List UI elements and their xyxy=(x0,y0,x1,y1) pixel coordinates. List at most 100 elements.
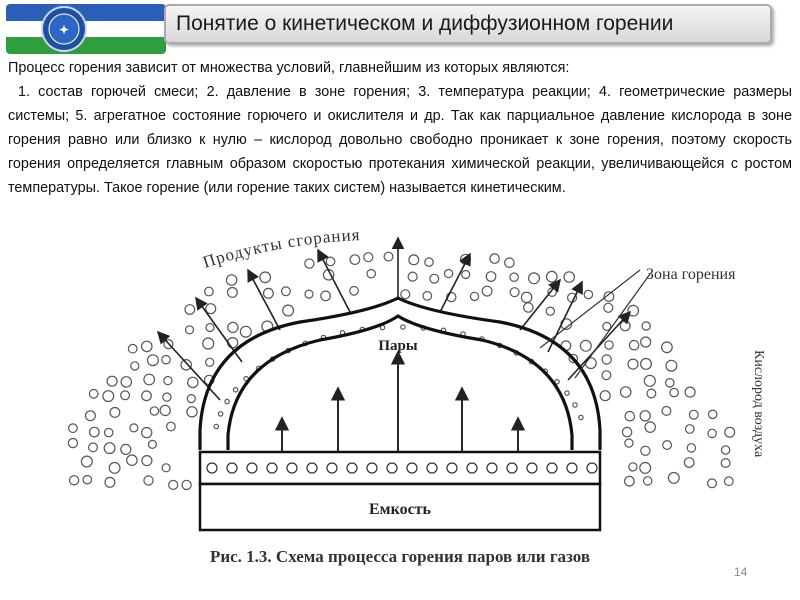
particle xyxy=(67,437,79,449)
surface-bubble xyxy=(246,462,258,474)
particle xyxy=(146,354,159,367)
vapor-arrows xyxy=(274,350,526,452)
particle xyxy=(579,339,592,352)
particle xyxy=(661,405,672,416)
particle xyxy=(143,475,154,486)
label-air-oxygen: Кислород воздуха xyxy=(751,350,766,458)
label-vapors: Пары xyxy=(378,338,418,354)
particle xyxy=(203,286,214,297)
surface-bubble xyxy=(266,462,278,474)
particle xyxy=(163,375,173,386)
particle xyxy=(599,390,611,402)
surface-bubble xyxy=(386,462,398,474)
particle xyxy=(644,421,656,433)
particle xyxy=(665,359,678,372)
page-number: 14 xyxy=(734,565,748,579)
particle xyxy=(624,475,635,487)
surface-bubble xyxy=(406,462,418,474)
particle xyxy=(545,306,556,316)
particle xyxy=(87,442,98,453)
flame-band-dot xyxy=(578,414,584,421)
particle xyxy=(168,479,179,490)
particle xyxy=(141,390,152,402)
particle xyxy=(408,254,420,266)
particle xyxy=(619,386,632,398)
flame-band-dot xyxy=(213,423,220,430)
particle xyxy=(667,471,680,484)
surface-bubble xyxy=(286,462,298,474)
particle xyxy=(686,443,697,453)
particle xyxy=(619,320,631,332)
particle xyxy=(161,354,171,365)
particle xyxy=(184,325,195,335)
particle xyxy=(126,454,138,466)
particle xyxy=(422,291,433,301)
figure-caption: Рис. 1.3. Схема процесса горения паров и… xyxy=(210,547,590,566)
label-combustion-zone: Зона горения xyxy=(646,266,736,283)
particle xyxy=(202,337,215,350)
surface-bubble xyxy=(326,462,338,474)
particle xyxy=(603,302,614,313)
particle xyxy=(204,357,215,367)
particle xyxy=(443,268,454,279)
particle xyxy=(184,304,196,315)
label-container: Емкость xyxy=(369,501,432,518)
surface-bubble xyxy=(206,462,218,474)
surface-bubble xyxy=(306,462,318,474)
particle xyxy=(661,341,673,354)
particle xyxy=(262,287,274,299)
particle xyxy=(102,390,115,403)
slide-title: Понятие о кинетическом и диффузионном го… xyxy=(176,12,674,35)
combustion-diagram: Продукты сгорания Зона горения Пары Емко… xyxy=(67,230,766,566)
particle xyxy=(186,406,198,418)
particle xyxy=(67,423,78,434)
particle xyxy=(583,289,594,300)
particle xyxy=(563,271,575,283)
surface-bubble xyxy=(526,462,538,474)
particle xyxy=(282,304,295,317)
flame-band-dot xyxy=(564,390,570,396)
flame-zone-arch xyxy=(198,296,602,450)
particle xyxy=(627,304,640,317)
particle xyxy=(103,427,114,438)
conditions-paragraph: 1. состав горючей смеси; 2. давление в з… xyxy=(8,84,792,196)
particle xyxy=(446,291,457,303)
particle xyxy=(161,463,171,473)
surface-bubble xyxy=(226,462,238,474)
surface-bubble xyxy=(586,462,598,474)
particle xyxy=(520,291,533,304)
surface-bubble xyxy=(366,462,378,474)
body-text: Процесс горения зависит от множества усл… xyxy=(8,56,792,200)
particle xyxy=(109,406,121,418)
particle xyxy=(304,258,315,269)
particle xyxy=(527,272,540,285)
particle xyxy=(165,421,176,432)
particle xyxy=(88,388,99,399)
particle xyxy=(108,461,121,474)
particle xyxy=(628,462,638,472)
particle xyxy=(82,474,93,485)
particle xyxy=(640,336,652,348)
particle xyxy=(646,388,657,399)
particle xyxy=(162,392,172,402)
particle xyxy=(683,457,695,468)
surface-bubble xyxy=(486,462,498,474)
particle xyxy=(159,404,171,417)
particle xyxy=(688,409,699,420)
particle xyxy=(489,253,500,264)
particle xyxy=(68,475,80,486)
surface-bubble xyxy=(346,462,358,474)
particle xyxy=(601,370,612,381)
particle xyxy=(366,268,376,279)
particle xyxy=(639,357,652,370)
particle xyxy=(707,409,718,420)
particle xyxy=(141,455,153,467)
flame-band-dot xyxy=(400,324,406,330)
particle xyxy=(706,478,717,489)
particle xyxy=(664,378,675,388)
particle xyxy=(639,410,651,422)
particle xyxy=(186,394,196,404)
particle xyxy=(180,359,192,371)
surface-bubble xyxy=(506,462,518,474)
surface-bubble xyxy=(426,462,438,474)
